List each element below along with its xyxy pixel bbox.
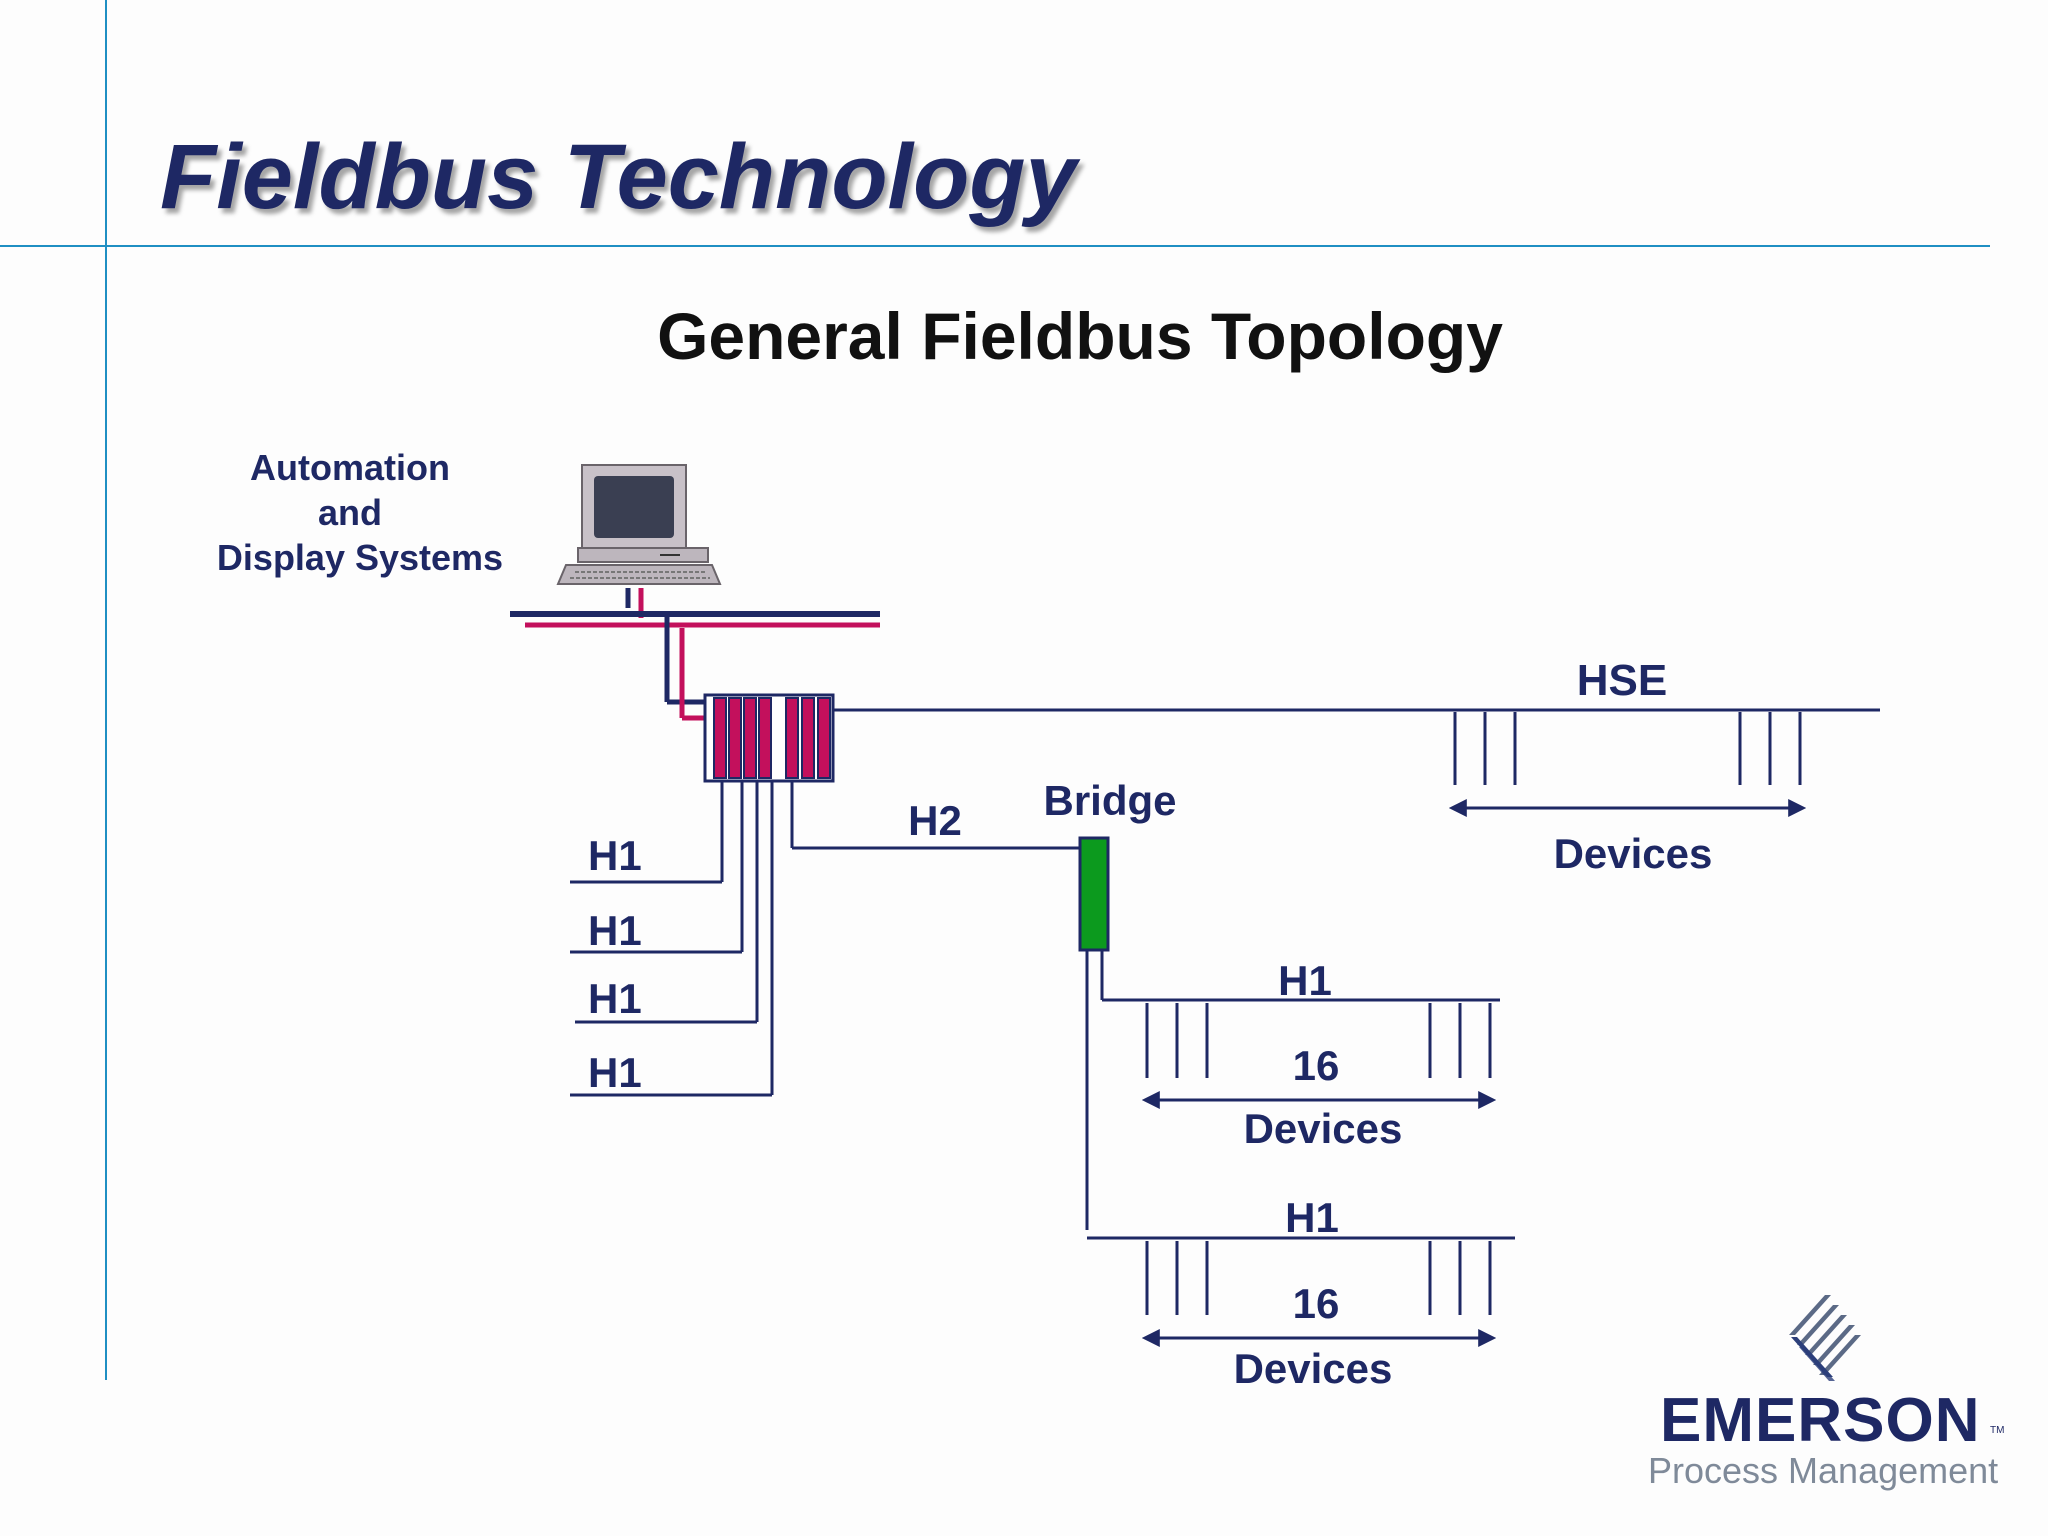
host-label-line: and [318,492,382,533]
h2-label: H2 [908,797,962,844]
emerson-tagline: Process Management [1648,1450,1999,1491]
h1-label: H1 [588,975,642,1022]
host-label-line: Automation [250,447,450,488]
h1-label: H1 [588,1049,642,1096]
page-title: Fieldbus Technology [160,126,1077,228]
bridge-device [1078,836,1110,952]
hse-bus [833,708,1880,817]
emerson-logo-icon [1789,1295,1861,1381]
h1-segments [570,781,774,1097]
devices-label: Devices [1234,1345,1393,1392]
hse-devices-label: Devices [1554,830,1713,877]
host-bus [510,588,880,721]
bridged-h1-label: H1 [1278,957,1332,1004]
bridge-label: Bridge [1043,777,1176,824]
h1-label: H1 [588,907,642,954]
h1-label: H1 [588,832,642,879]
linking-device-rack [703,693,835,783]
bridged-h1-label: H1 [1285,1194,1339,1241]
trademark: TM [1990,1425,2005,1436]
emerson-brand: EMERSON [1660,1386,1981,1455]
diagram-title: General Fieldbus Topology [657,299,1503,373]
title-underline [0,245,1990,247]
host-label-line: Display Systems [217,537,503,578]
bridged-segment [1100,950,1500,1109]
device-count: 16 [1293,1042,1340,1089]
devices-label: Devices [1244,1105,1403,1152]
hse-label: HSE [1577,656,1667,705]
h2-link [790,781,1080,850]
computer-icon [556,464,722,585]
bridged-segment [1085,950,1515,1347]
host-label: Automation and Display Systems [217,447,503,578]
left-accent-line [105,0,107,1380]
device-count: 16 [1293,1280,1340,1327]
